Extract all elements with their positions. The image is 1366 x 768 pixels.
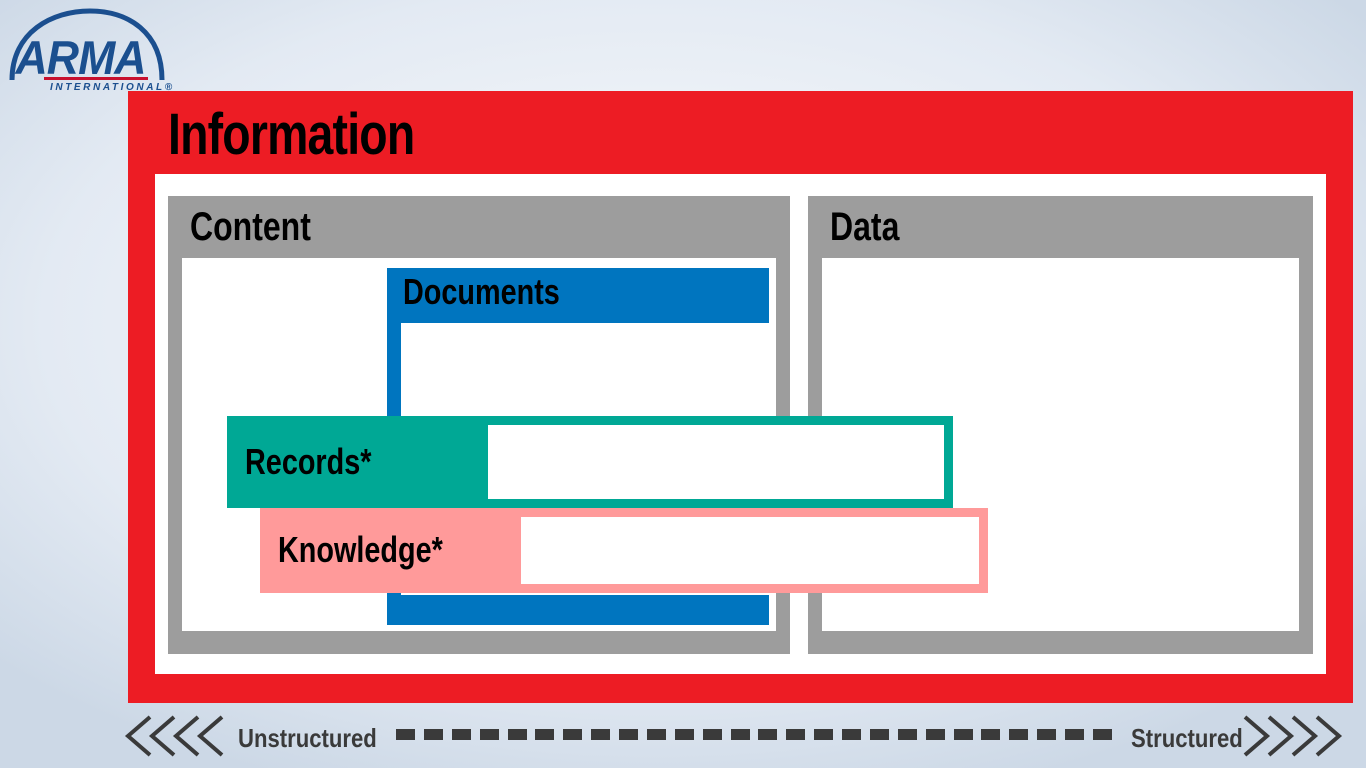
arma-subtitle: INTERNATIONAL® <box>50 82 175 92</box>
group-label-content: Content <box>190 205 311 249</box>
spectrum-dash <box>925 729 945 740</box>
arma-arc-icon <box>9 8 165 81</box>
label-unstructured: Unstructured <box>238 723 377 753</box>
spectrum-dash <box>814 729 834 740</box>
spectrum-dash <box>591 729 611 740</box>
overlay-box-records: Records* <box>227 416 953 508</box>
spectrum-dash <box>479 729 499 740</box>
spectrum-dash <box>1092 729 1112 740</box>
spectrum-dash <box>535 729 555 740</box>
spectrum-dash <box>897 729 917 740</box>
page-title: Information <box>168 102 415 167</box>
spectrum-dash <box>953 729 973 740</box>
arma-wordmark: ARMA <box>15 32 147 84</box>
arma-logo-graphic: ARMA INTERNATIONAL® <box>9 8 175 92</box>
overlay-label-knowledge: Knowledge* <box>278 529 443 570</box>
structured-arrows-icon <box>1243 713 1343 764</box>
overlay-label-documents: Documents <box>403 271 560 312</box>
spectrum-dash <box>758 729 778 740</box>
spectrum-dashed-line <box>396 729 1112 740</box>
spectrum-dash <box>451 729 471 740</box>
overlay-inner-records <box>488 425 944 499</box>
spectrum-dash <box>674 729 694 740</box>
spectrum-dash <box>1009 729 1029 740</box>
spectrum-dash <box>842 729 861 740</box>
label-structured: Structured <box>1131 723 1243 753</box>
spectrum-dash <box>730 729 750 740</box>
spectrum-dash <box>619 729 638 740</box>
arma-logo: ARMA INTERNATIONAL® <box>6 6 176 92</box>
svg-text:ARMA: ARMA <box>15 32 146 84</box>
spectrum-dash <box>1065 729 1084 740</box>
overlay-inner-knowledge <box>521 517 979 584</box>
arma-red-rule <box>44 77 148 80</box>
spectrum-dash <box>646 729 666 740</box>
spectrum-dash <box>563 729 583 740</box>
overlay-box-knowledge: Knowledge* <box>260 508 988 593</box>
unstructured-arrows-icon <box>124 713 224 764</box>
spectrum-dash <box>396 729 415 740</box>
spectrum-dash <box>702 729 722 740</box>
spectrum-dash <box>423 729 443 740</box>
spectrum-dash <box>786 729 806 740</box>
overlay-label-records: Records* <box>245 441 372 482</box>
spectrum-dash <box>981 729 1001 740</box>
structure-spectrum: Unstructured Structured <box>0 703 1366 768</box>
group-label-data: Data <box>830 205 900 249</box>
spectrum-dash <box>869 729 889 740</box>
spectrum-dash <box>507 729 527 740</box>
spectrum-dash <box>1037 729 1057 740</box>
